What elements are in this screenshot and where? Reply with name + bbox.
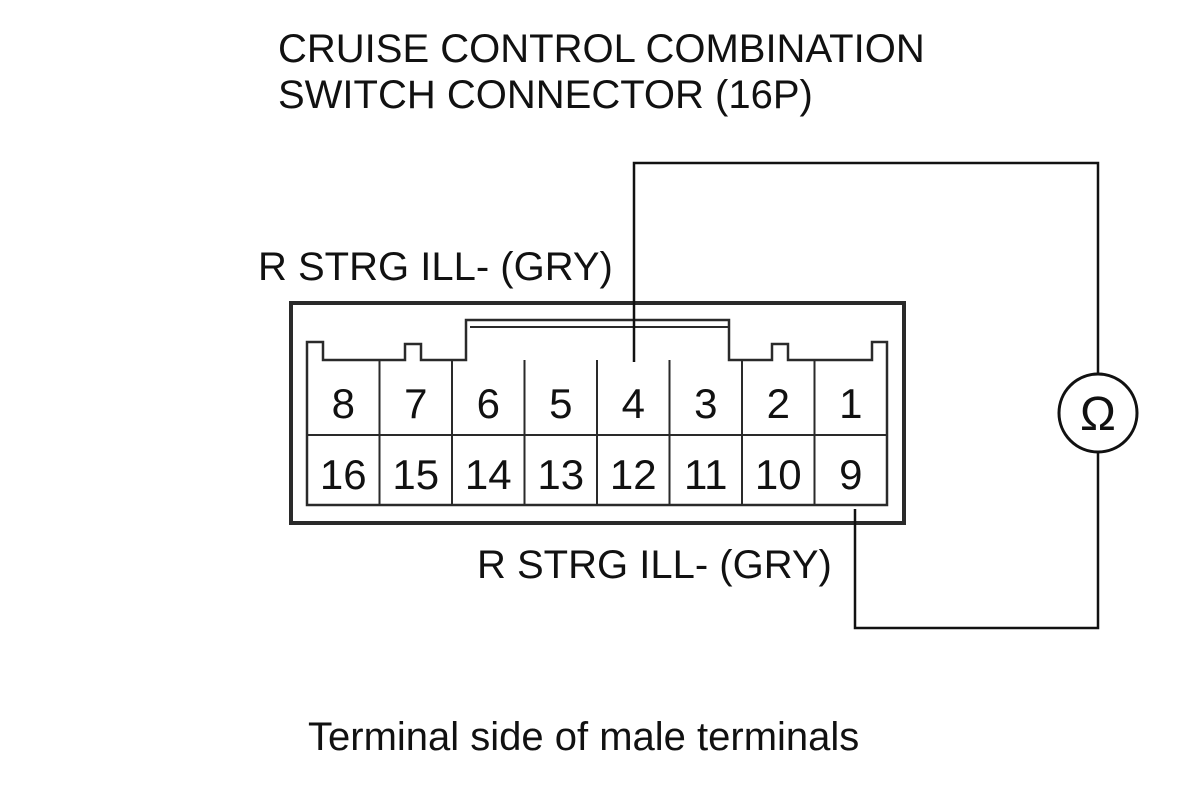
pin-16: 16 (320, 451, 367, 498)
pin-12: 12 (610, 451, 657, 498)
connector-body (289, 301, 906, 525)
pin-9: 9 (839, 451, 862, 498)
pin-11: 11 (684, 451, 728, 498)
pin-14: 14 (465, 451, 512, 498)
diagram-caption: Terminal side of male terminals (308, 715, 859, 759)
pin-2: 2 (767, 380, 790, 427)
pin-4: 4 (622, 380, 645, 427)
pin-13: 13 (537, 451, 584, 498)
pin-10: 10 (755, 451, 802, 498)
diagram-title-line-2: SWITCH CONNECTOR (16P) (278, 73, 813, 117)
pin-3: 3 (694, 380, 717, 427)
wire-label-top: R STRG ILL- (GRY) (258, 245, 613, 289)
pin-8: 8 (332, 380, 355, 427)
pin-1: 1 (839, 380, 862, 427)
pin-15: 15 (392, 451, 439, 498)
diagram-title-line-1: CRUISE CONTROL COMBINATION (278, 27, 925, 71)
pin-row-top: 8 7 6 5 4 3 2 1 (332, 380, 863, 427)
ohmmeter-icon: Ω (1057, 372, 1139, 454)
pin-6: 6 (477, 380, 500, 427)
wire-label-bottom: R STRG ILL- (GRY) (477, 543, 832, 587)
pin-row-bottom: 16 15 14 13 12 11 10 9 (320, 451, 863, 498)
pin-7: 7 (404, 380, 427, 427)
ohm-symbol: Ω (1080, 388, 1116, 441)
probe-wire-pin-9 (853, 453, 1100, 630)
probe-wire-pin-4 (632, 161, 1100, 373)
pin-5: 5 (549, 380, 572, 427)
